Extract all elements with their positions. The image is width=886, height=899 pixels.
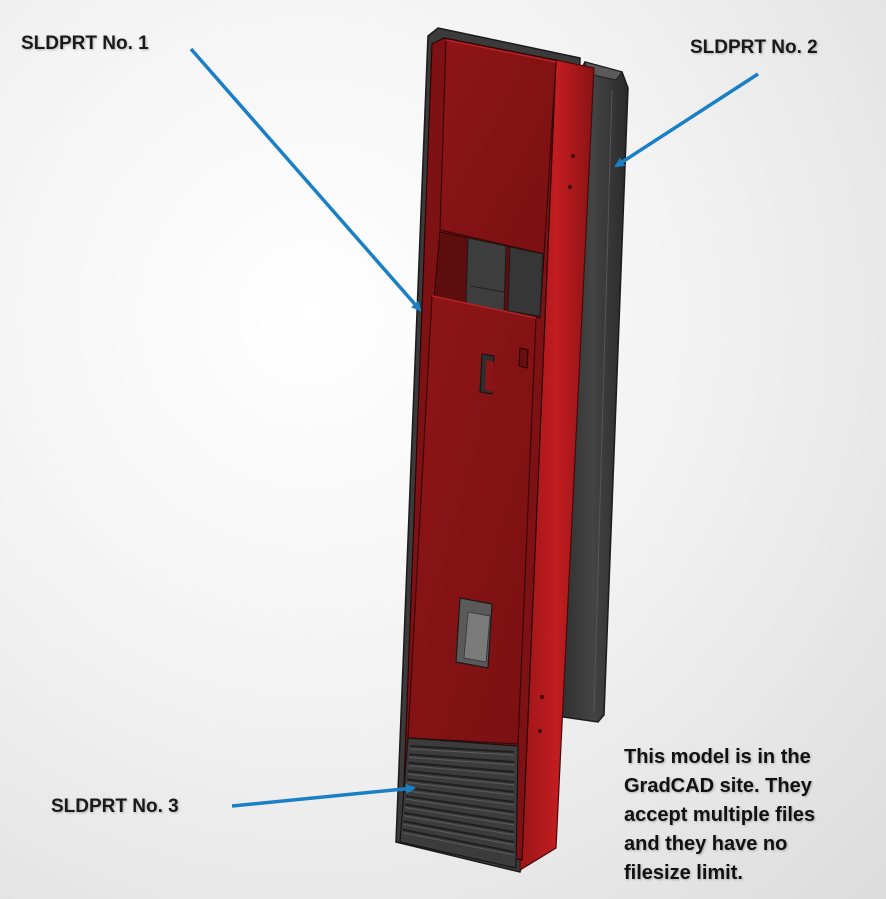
grille-slat — [406, 786, 515, 803]
grille-slat-highlight — [402, 832, 515, 856]
note-line: accept multiple files — [624, 804, 816, 826]
grille-slat — [404, 811, 515, 833]
grille-slat — [406, 778, 515, 793]
grille-slat — [408, 761, 515, 773]
grille-slat — [403, 820, 515, 843]
cutout-inner — [463, 611, 491, 663]
vent-grille — [399, 737, 519, 869]
main-panel — [407, 295, 537, 745]
note-line: GradCAD site. They — [624, 775, 812, 797]
grille-slat-highlight — [407, 781, 515, 796]
upper-cover — [439, 39, 557, 255]
grille-slat — [407, 770, 515, 783]
slot — [518, 347, 529, 369]
grille-slat-highlight — [403, 823, 515, 846]
grille-slat-highlight — [404, 807, 515, 826]
grille-slat — [402, 828, 515, 853]
mount-hole — [571, 154, 575, 158]
grille-slat — [409, 753, 515, 763]
mount-hole — [538, 729, 542, 733]
arrow-part1 — [189, 47, 422, 312]
callout-sldprt-3: SLDPRT No. 3 — [51, 796, 179, 817]
note-line: and they have no — [624, 833, 788, 855]
grille-slat-highlight — [408, 765, 515, 776]
mount-hole — [568, 185, 572, 189]
note-line: filesize limit. — [624, 862, 743, 884]
callout-sldprt-2: SLDPRT No. 2 — [690, 37, 818, 58]
grille-slat-highlight — [405, 798, 515, 816]
grille-slat — [405, 795, 515, 813]
slot-insert — [485, 360, 494, 392]
grille-slat-highlight — [404, 815, 515, 836]
info-note: This model is in the GradCAD site. They … — [624, 743, 874, 888]
grille-slat-highlight — [409, 756, 515, 766]
mount-hole — [540, 695, 544, 699]
grille-slat — [409, 745, 515, 753]
grille-slat-highlight — [409, 748, 515, 756]
arrow-part2 — [614, 72, 759, 168]
callout-sldprt-1: SLDPRT No. 1 — [21, 33, 149, 54]
grille-slat-highlight — [406, 790, 515, 806]
center-opening — [433, 231, 545, 319]
note-line: This model is in the — [624, 746, 811, 768]
grille-slat — [404, 803, 515, 823]
arrow-part3 — [231, 783, 416, 808]
grille-slat-highlight — [407, 773, 515, 786]
callout-arrows — [189, 47, 759, 808]
